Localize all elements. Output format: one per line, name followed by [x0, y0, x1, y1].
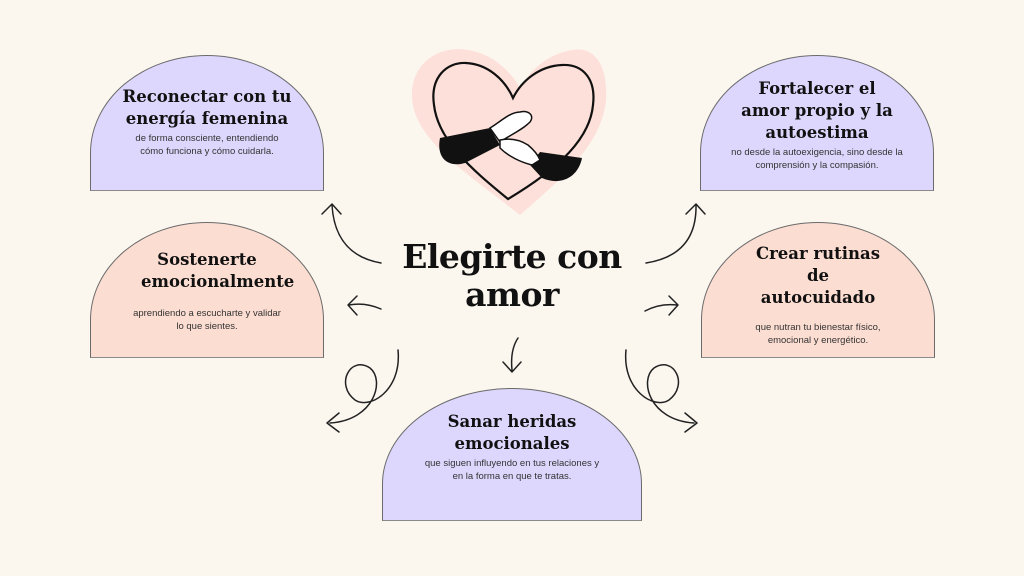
card-text: no desde la autoexigencia, sino desde la…: [731, 147, 903, 171]
card-text: de forma consciente, entendiendo cómo fu…: [135, 133, 279, 157]
arrow-loop-bottom-left: [326, 349, 399, 433]
arrow-left: [347, 295, 382, 316]
card-title: Reconectar con tu energía femenina: [122, 87, 292, 128]
arrow-down: [502, 337, 522, 373]
arrow-right: [644, 295, 679, 316]
arrow-top-left: [321, 203, 382, 264]
heart-hug-icon: [412, 49, 607, 216]
arrow-top-right: [645, 203, 706, 264]
card-title: Sanar heridas emocionales: [447, 412, 577, 453]
card-sanar-heridas: Sanar heridas emocionales que siguen inf…: [382, 388, 642, 521]
card-title: Crear rutinas de autocuidado: [755, 244, 880, 307]
card-text: aprendiendo a escucharte y validar lo qu…: [133, 308, 281, 332]
arrow-loop-bottom-right: [625, 349, 698, 433]
card-amor-propio: Fortalecer el amor propio y la autoestim…: [700, 55, 934, 191]
card-title: Fortalecer el amor propio y la autoestim…: [741, 79, 893, 142]
main-title: Elegirte con amor: [402, 237, 622, 314]
card-text: que siguen influyendo en tus relaciones …: [424, 458, 600, 482]
card-rutinas: Crear rutinas de autocuidado que nutran …: [701, 222, 935, 358]
card-title: Sostenerte emocionalmente: [141, 250, 295, 291]
card-text: que nutran tu bienestar físico, emociona…: [755, 322, 881, 346]
